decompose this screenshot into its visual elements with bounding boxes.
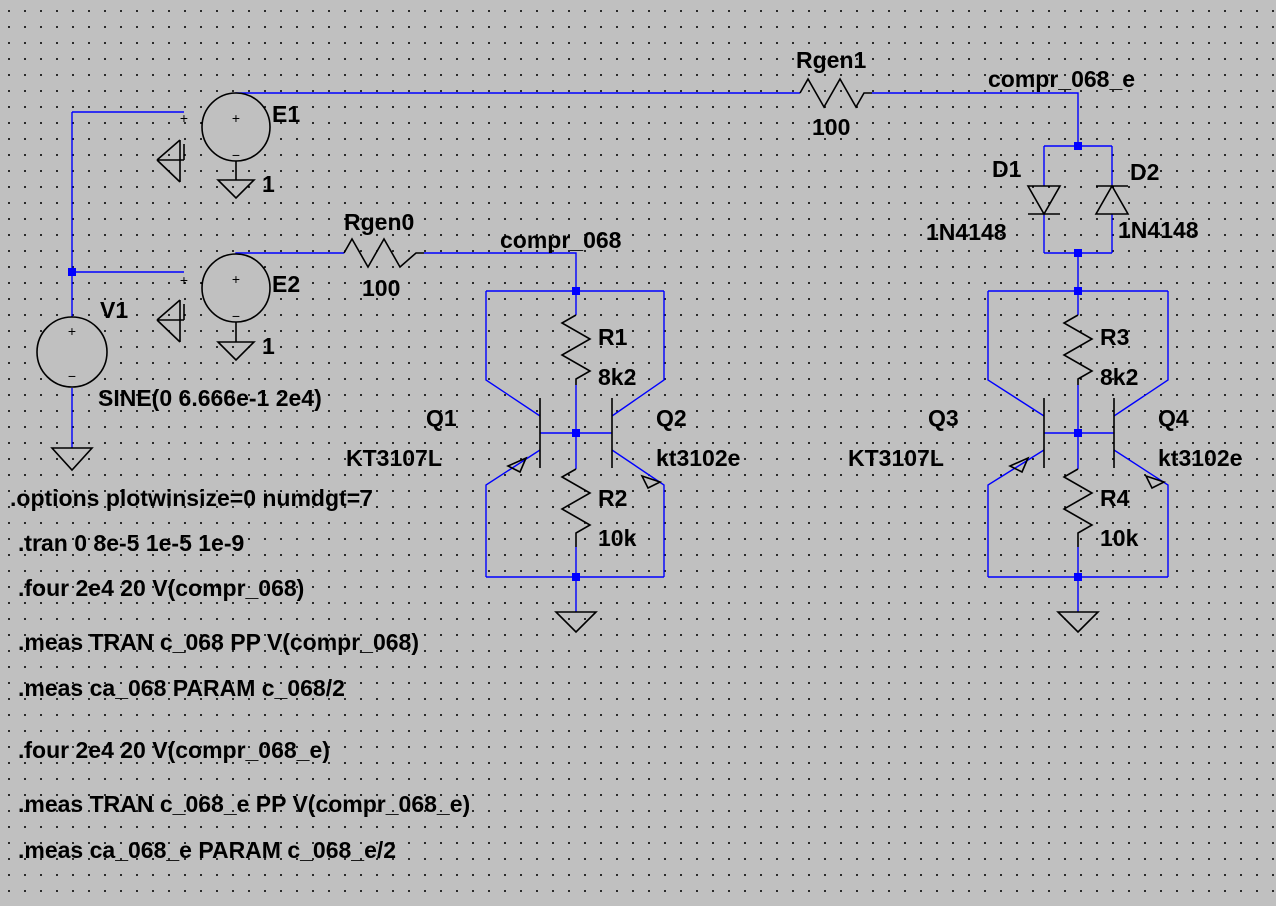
r4-name: R4 (1100, 485, 1130, 511)
junction-dot (572, 287, 580, 295)
q3-name: Q3 (928, 405, 959, 431)
junction-dot (1074, 573, 1082, 581)
diode-icon (1026, 185, 1062, 216)
r3-value: 8k2 (1100, 364, 1138, 390)
resistor-icon (1062, 468, 1094, 547)
r1-resistor[interactable]: R1 8k2 (560, 314, 636, 390)
directive-tran[interactable]: .tran 0 8e-5 1e-5 1e-9 (18, 530, 244, 556)
directive-four-compr-068-e[interactable]: .four 2e4 20 V(compr_068_e) (18, 737, 330, 763)
resistor-icon (343, 237, 424, 269)
q2-name: Q2 (656, 405, 687, 431)
directive-four-compr-068[interactable]: .four 2e4 20 V(compr_068) (18, 575, 304, 601)
q2-model: kt3102e (656, 445, 740, 471)
diode-icon (1094, 184, 1130, 215)
ground-icon (216, 322, 256, 362)
e1-ctrl-plus-symbol: + (180, 110, 188, 126)
junction-dot (1074, 287, 1082, 295)
q4-name: Q4 (1158, 405, 1189, 431)
e1-minus-symbol: − (232, 147, 240, 163)
resistor-icon (1062, 314, 1094, 385)
r3-name: R3 (1100, 324, 1129, 350)
junction-dot (1074, 142, 1082, 150)
v1-value: SINE(0 6.666e-1 2e4) (98, 385, 322, 411)
d2-name: D2 (1130, 159, 1159, 185)
r2-resistor[interactable]: R2 10k (560, 468, 637, 551)
q1-transistor[interactable]: Q1 KT3107L (346, 398, 541, 474)
q3-transistor[interactable]: Q3 KT3107L (848, 398, 1045, 474)
net-label-compr-068: compr_068 (500, 227, 622, 253)
rgen1-name: Rgen1 (796, 47, 867, 73)
d2-model: 1N4148 (1118, 217, 1199, 243)
spice-directives[interactable]: .options plotwinsize=0 numdgt=7 .tran 0 … (10, 485, 470, 863)
junction-dot (572, 573, 580, 581)
q4-model: kt3102e (1158, 445, 1242, 471)
emitter-arrow-icon (1144, 474, 1167, 490)
junction-dot (1074, 249, 1082, 257)
net-label-compr-068-e: compr_068_e (988, 66, 1135, 92)
e2-gain: 1 (262, 333, 275, 359)
v1-source[interactable]: + − V1 SINE(0 6.666e-1 2e4) (36, 297, 322, 472)
r4-value: 10k (1100, 525, 1139, 551)
e2-plus-symbol: + (232, 271, 240, 287)
ground-icon (1056, 611, 1100, 634)
e1-source[interactable]: + − + E1 1 (156, 92, 300, 200)
ground-icon (216, 161, 256, 200)
rgen1-value: 100 (812, 114, 850, 140)
ground-icon (50, 447, 94, 472)
r3-resistor[interactable]: R3 8k2 (1062, 314, 1138, 390)
e1-control-ground-icon (156, 139, 185, 183)
resistor-icon (560, 314, 592, 385)
junction-dot (1074, 429, 1082, 437)
directive-meas-ca-068[interactable]: .meas ca_068 PARAM c_068/2 (18, 675, 345, 701)
v1-minus-symbol: − (68, 368, 76, 384)
v1-name: V1 (100, 297, 128, 323)
r2-value: 10k (598, 525, 637, 551)
d1-model: 1N4148 (926, 219, 1007, 245)
e1-gain: 1 (262, 171, 275, 197)
d1-name: D1 (992, 156, 1022, 182)
q4-transistor[interactable]: Q4 kt3102e (1113, 398, 1242, 490)
d1-diode[interactable]: D1 1N4148 (926, 156, 1062, 245)
resistor-icon (560, 468, 592, 547)
directive-options[interactable]: .options plotwinsize=0 numdgt=7 (10, 485, 373, 511)
d2-diode[interactable]: D2 1N4148 (1094, 159, 1199, 243)
emitter-arrow-icon (1008, 456, 1030, 474)
rgen0-resistor[interactable]: Rgen0 100 (343, 209, 424, 301)
emitter-arrow-icon (506, 456, 528, 474)
e2-control-ground-icon (156, 299, 185, 343)
r1-name: R1 (598, 324, 628, 350)
rgen0-value: 100 (362, 275, 400, 301)
r2-name: R2 (598, 485, 627, 511)
e2-minus-symbol: − (232, 308, 240, 324)
q1-model: KT3107L (346, 445, 442, 471)
emitter-arrow-icon (640, 474, 663, 490)
directive-meas-ca-068-e[interactable]: .meas ca_068_e PARAM c_068_e/2 (18, 837, 396, 863)
r4-resistor[interactable]: R4 10k (1062, 468, 1139, 551)
junction-dot (572, 429, 580, 437)
e2-name: E2 (272, 271, 300, 297)
q1-name: Q1 (426, 405, 457, 431)
rgen1-resistor[interactable]: Rgen1 100 (796, 47, 872, 140)
ground-icon (554, 611, 598, 634)
junction-dot (68, 268, 76, 276)
e2-ctrl-plus-symbol: + (180, 272, 188, 288)
r1-value: 8k2 (598, 364, 636, 390)
e1-plus-symbol: + (232, 110, 240, 126)
q2-transistor[interactable]: Q2 kt3102e (611, 398, 740, 490)
e1-name: E1 (272, 101, 300, 127)
q3-model: KT3107L (848, 445, 944, 471)
v1-plus-symbol: + (68, 323, 76, 339)
directive-meas-c-068-e[interactable]: .meas TRAN c_068_e PP V(compr_068_e) (18, 791, 470, 817)
e2-source[interactable]: + − + E2 1 (156, 253, 300, 362)
resistor-icon (799, 77, 872, 109)
rgen0-name: Rgen0 (344, 209, 414, 235)
directive-meas-c-068[interactable]: .meas TRAN c_068 PP V(compr_068) (18, 629, 419, 655)
junctions (68, 142, 1082, 581)
